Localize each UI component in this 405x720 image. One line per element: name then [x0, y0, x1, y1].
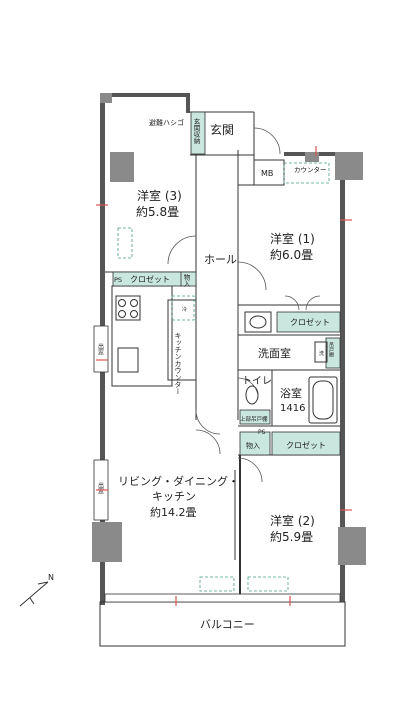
demado2-label: 出窓 [97, 481, 104, 494]
mono-ire-bottom-label: 物入 [246, 441, 260, 450]
ldk-line1: リビング・ダイニング・ [118, 474, 239, 488]
closet2-label: クロゼット [286, 440, 326, 450]
genkan-shuno-label: 玄関収納 [192, 117, 200, 146]
compass-label: N [48, 573, 54, 582]
sentaku-label: 洗 [319, 350, 324, 357]
sanitary-fixtures [244, 311, 338, 424]
reizo-label: 冷 [182, 306, 187, 313]
balcony-label: バルコニー [200, 618, 255, 631]
yoshitsu1-name: 洋室 (1) [270, 231, 315, 246]
senmenshitsu-label: 洗面室 [258, 346, 291, 360]
yoshitsu2-size: 約5.9畳 [270, 529, 313, 544]
sliding-lines [117, 162, 330, 592]
yoshitsu3-name: 洋室 (3) [137, 188, 182, 203]
counter-label: カウンター [294, 165, 327, 174]
toilet-label: トイレ [242, 376, 272, 387]
outlet-markers [96, 146, 352, 606]
yoshitsu2-name: 洋室 (2) [270, 513, 315, 528]
ldk-line2: キッチン [152, 490, 196, 503]
ps-top-label: PS [114, 276, 122, 284]
stove [115, 295, 141, 373]
mb-label: MB [261, 169, 273, 178]
joubu-todana-label: 上部吊戸棚 [240, 415, 268, 423]
ps-mid-label: PS [258, 429, 266, 436]
closet1-label: クロゼット [290, 317, 330, 327]
joryu-label: 吊戸棚 [328, 342, 334, 358]
room-labels: 洋室 (3) 約5.8畳 洋室 (1) 約6.0畳 洋室 (2) 約5.9畳 リ… [118, 122, 315, 631]
bay-windows [93, 325, 341, 603]
mono-ire-top-label: 物入 [182, 273, 190, 288]
yokushitsu-label: 浴室 [280, 386, 302, 400]
interior-partitions [105, 111, 340, 597]
pillars [92, 93, 366, 565]
kitchen-counter-label: キッチンカウンター [174, 332, 182, 395]
ldk-size: 約14.2畳 [150, 505, 197, 519]
yoshitsu1-size: 約6.0畳 [270, 247, 313, 262]
demado1-label: 出窓 [97, 342, 104, 355]
yoshitsu3-size: 約5.8畳 [136, 204, 179, 219]
door-swings [167, 127, 321, 483]
compass-icon: N [19, 573, 54, 607]
genkan-label: 玄関 [210, 122, 234, 137]
hall-label: ホール [204, 253, 237, 266]
closet3-label: クロゼット [130, 274, 170, 284]
closets [112, 111, 341, 456]
yokushitsu-size: 1416 [280, 403, 305, 414]
fixture-labels: 避難ハシゴ 玄関収納 MB カウンター PS クロゼット 物入 クロゼット キッ… [97, 117, 335, 495]
hinan-hashigo-label: 避難ハシゴ [149, 118, 184, 127]
